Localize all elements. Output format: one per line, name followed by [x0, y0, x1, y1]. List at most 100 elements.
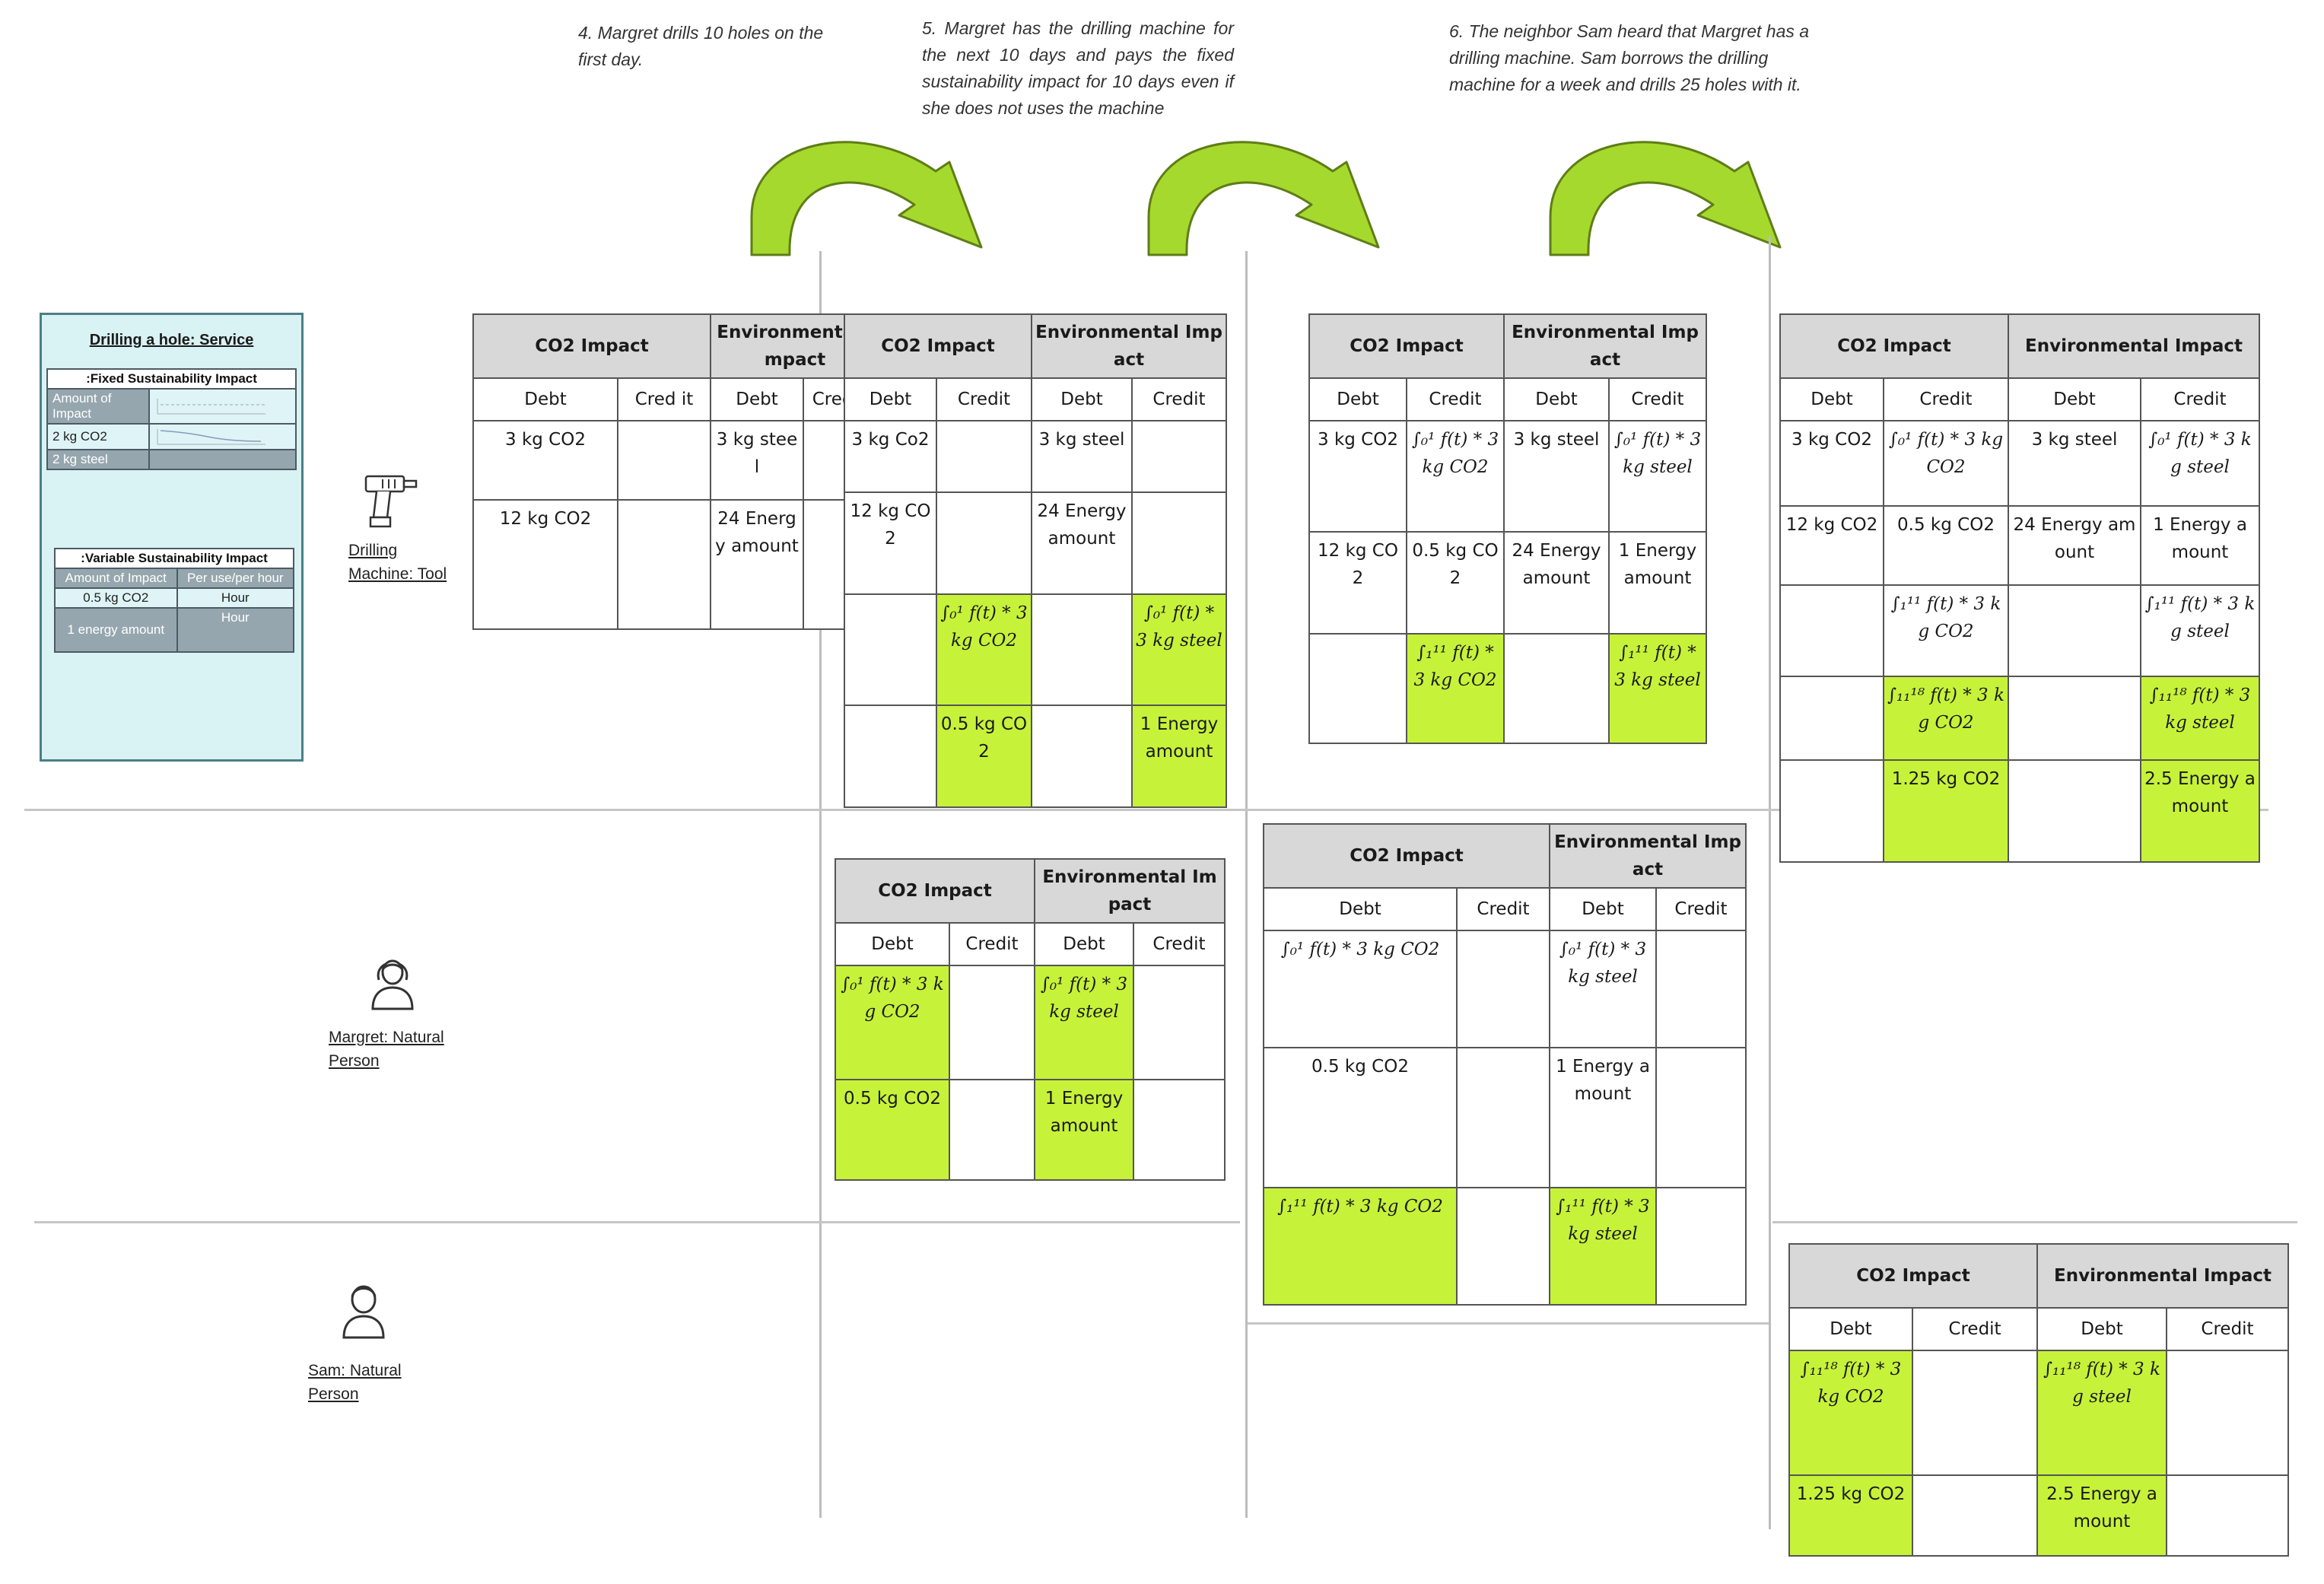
environmental-impact-header: Environmental Impact	[1031, 313, 1227, 379]
fixed-row-empty	[148, 449, 297, 470]
service-title: Drilling a hole: Service	[89, 332, 254, 348]
credit-entry	[1131, 491, 1227, 595]
debt-entry: ∫₁₁¹⁸ f(t) * 3 kg CO2	[1788, 1350, 1913, 1476]
credit-entry: 0.5 kg CO2	[1406, 531, 1505, 635]
debt-entry	[2008, 676, 2141, 761]
row-divider-2	[34, 1221, 1240, 1223]
credit-entry	[1655, 930, 1747, 1048]
credit-entry: ∫₁¹¹ f(t) * 3 kg CO2	[1406, 633, 1505, 744]
environmental-impact-header: Environmental Impact	[2036, 1243, 2289, 1309]
credit-column-header: Credit	[2140, 377, 2260, 421]
debt-entry: ∫₀¹ f(t) * 3 kg steel	[1034, 965, 1134, 1080]
debt-entry	[1779, 584, 1884, 677]
credit-column-header: Credit	[2166, 1307, 2289, 1351]
credit-entry	[1456, 1187, 1550, 1306]
credit-entry: 1 Energy amount	[2140, 505, 2260, 586]
step-5-text: 5. Margret has the drilling machine for …	[922, 18, 1234, 118]
credit-entry	[949, 965, 1035, 1080]
fixed-impact-title: :Fixed Sustainability Impact	[46, 368, 297, 390]
row-divider-2b	[1772, 1221, 2297, 1223]
debt-entry: 24 Energy amount	[2008, 505, 2141, 586]
co2-impact-header: CO2 Impact	[472, 313, 711, 379]
debt-column-header: Debt	[2036, 1307, 2167, 1351]
debt-column-header: Debt	[1031, 377, 1133, 421]
ledger-entry-row: 1.25 kg CO2 2.5 Energy amount	[1788, 1474, 2289, 1557]
debt-entry: 3 kg steel	[2008, 420, 2141, 507]
ledger-entry-row: ∫₀¹ f(t) * 3 kg CO2∫₀¹ f(t) * 3 kg steel	[844, 593, 1227, 706]
debt-column-header: Debt	[1263, 887, 1458, 931]
credit-entry	[1456, 930, 1550, 1048]
co2-impact-header: CO2 Impact	[1308, 313, 1505, 379]
debt-entry: 1.25 kg CO2	[1788, 1474, 1913, 1557]
arrow-step-6	[1147, 141, 1380, 256]
co2-impact-header: CO2 Impact	[835, 858, 1035, 924]
debt-entry: 12 kg CO2	[1308, 531, 1407, 635]
variable-row-energy: 1 energy amount	[54, 607, 178, 653]
debt-column-header: Debt	[1308, 377, 1407, 421]
ledger-entry-row: ∫₁¹¹ f(t) * 3 kg CO2∫₁¹¹ f(t) * 3 kg ste…	[1308, 633, 1707, 744]
credit-entry	[617, 420, 711, 501]
co2-impact-header: CO2 Impact	[1779, 313, 2009, 379]
woman-icon	[371, 959, 414, 1010]
debt-entry	[1503, 633, 1610, 744]
step-6-text: 6. The neighbor Sam heard that Margret h…	[1449, 21, 1810, 94]
debt-entry: ∫₀¹ f(t) * 3 kg CO2	[835, 965, 950, 1080]
debt-entry: 2.5 Energy amount	[2036, 1474, 2167, 1557]
ledger-entry-row: ∫₁¹¹ f(t) * 3 kg CO2∫₁¹¹ f(t) * 3 kg ste…	[1263, 1187, 1747, 1306]
decay-chart-icon	[157, 429, 265, 445]
credit-entry	[2166, 1350, 2289, 1476]
variable-impact-table: :Variable Sustainability Impact Amount o…	[54, 548, 295, 653]
debt-entry: 1 Energy amount	[1034, 1079, 1134, 1181]
debt-column-header: Debt	[1034, 922, 1134, 966]
credit-entry	[936, 420, 1032, 493]
co2-impact-header: CO2 Impact	[1788, 1243, 2038, 1309]
debt-entry	[1031, 705, 1133, 808]
credit-entry: ∫₀¹ f(t) * 3 kg steel	[1131, 593, 1227, 706]
debt-column-header: Debt	[1788, 1307, 1913, 1351]
row-divider-1	[24, 809, 2268, 811]
credit-entry	[1655, 1187, 1747, 1306]
credit-entry	[1655, 1047, 1747, 1188]
debt-entry	[2008, 759, 2141, 863]
credit-entry: ∫₁₁¹⁸ f(t) * 3 kg steel	[2140, 676, 2260, 761]
credit-entry	[936, 491, 1032, 595]
actor-sam-label: Sam: Natural Person	[308, 1362, 402, 1403]
variable-header-amount: Amount of Impact	[54, 568, 178, 589]
row-divider-3	[1248, 1322, 1769, 1325]
column-divider-2	[1245, 251, 1248, 1518]
debt-column-header: Debt	[1503, 377, 1610, 421]
environmental-impact-header: Environmental Impact	[1549, 823, 1747, 889]
debt-entry: ∫₀¹ f(t) * 3 kg CO2	[1263, 930, 1458, 1048]
fixed-row-co2: 2 kg CO2	[46, 423, 150, 450]
credit-column-header: Credit	[1655, 887, 1747, 931]
credit-entry: ∫₀¹ f(t) * 3 kg steel	[2140, 420, 2260, 507]
credit-entry	[617, 499, 711, 630]
debt-entry	[1779, 676, 1884, 761]
debt-entry: 0.5 kg CO2	[835, 1079, 950, 1181]
fixed-impact-table: :Fixed Sustainability Impact Amount of I…	[46, 368, 297, 470]
debt-entry	[844, 593, 937, 706]
debt-entry	[1779, 759, 1884, 863]
debt-entry: ∫₁¹¹ f(t) * 3 kg CO2	[1263, 1187, 1458, 1306]
actor-margret-label: Margret: Natural Person	[329, 1029, 444, 1070]
environmental-impact-header: Environmental Impact	[1034, 858, 1226, 924]
debt-entry: 3 kg steel	[710, 420, 804, 501]
credit-entry	[1131, 420, 1227, 493]
credit-entry	[1912, 1474, 2038, 1557]
